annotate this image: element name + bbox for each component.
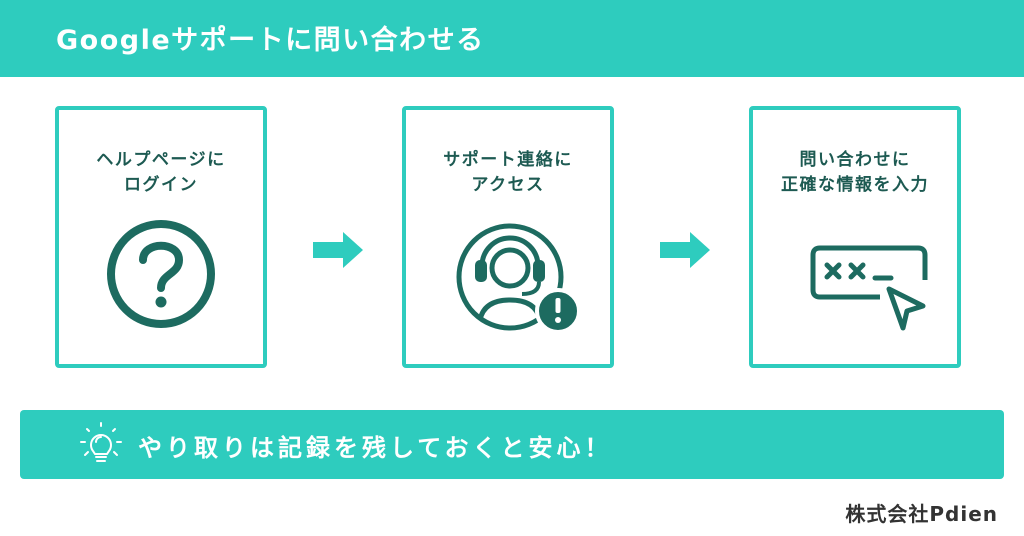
step-2-line1: サポート連絡に bbox=[443, 150, 573, 170]
tip-banner: やり取りは記録を残しておくと安心！ bbox=[20, 410, 1004, 479]
step-2-line2: アクセス bbox=[471, 175, 545, 195]
page-title: Googleサポートに問い合わせる bbox=[56, 25, 485, 56]
step-card-3: 問い合わせに 正確な情報を入力 bbox=[749, 106, 961, 368]
lightbulb-icon bbox=[80, 422, 122, 462]
headset-support-icon bbox=[456, 223, 581, 334]
step-3-line1: 問い合わせに bbox=[799, 150, 911, 170]
arrow-right-icon bbox=[313, 232, 363, 268]
step-3-line2: 正確な情報を入力 bbox=[781, 175, 929, 195]
step-3-text: 問い合わせに 正確な情報を入力 bbox=[753, 148, 957, 198]
company-name: 株式会社Pdien bbox=[845, 502, 998, 526]
step-1-line2: ログイン bbox=[124, 175, 198, 195]
header-bar: Googleサポートに問い合わせる bbox=[0, 0, 1024, 77]
question-icon bbox=[107, 220, 215, 328]
input-form-cursor-icon bbox=[810, 245, 928, 331]
step-card-2: サポート連絡に アクセス bbox=[402, 106, 614, 368]
step-card-1: ヘルプページに ログイン bbox=[55, 106, 267, 368]
step-2-text: サポート連絡に アクセス bbox=[406, 148, 610, 198]
arrow-right-icon bbox=[660, 232, 710, 268]
tip-text: やり取りは記録を残しておくと安心！ bbox=[138, 434, 613, 462]
step-1-text: ヘルプページに ログイン bbox=[59, 148, 263, 198]
step-1-line1: ヘルプページに bbox=[96, 150, 226, 170]
